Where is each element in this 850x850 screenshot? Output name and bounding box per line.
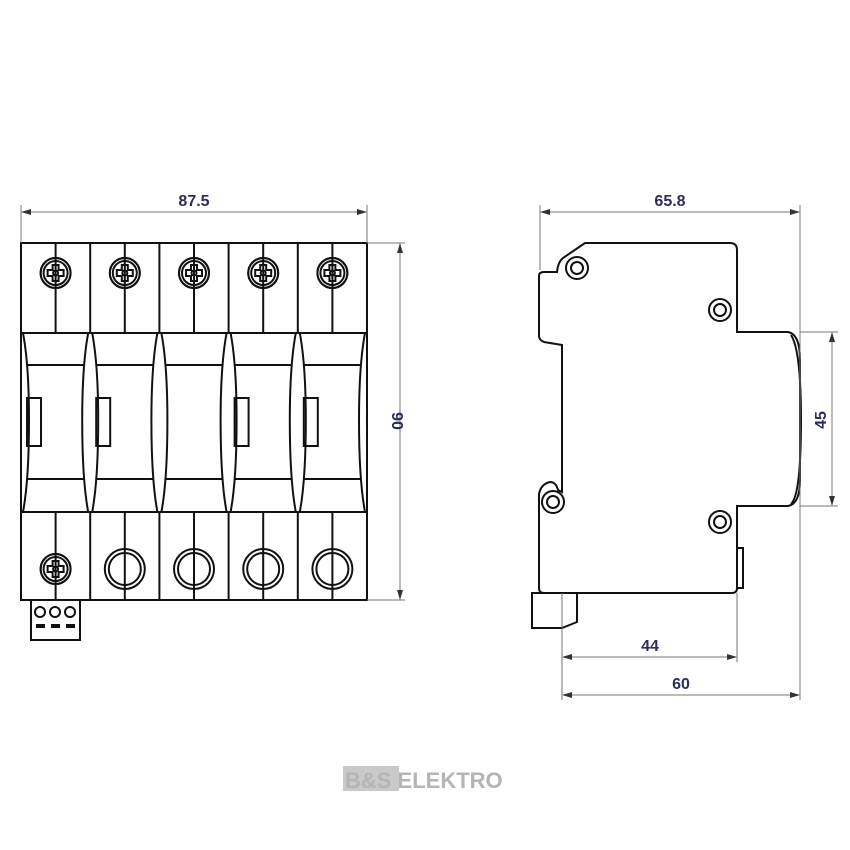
terminal-screw-icon	[108, 257, 141, 289]
side-view: 65.8 45 44 60	[531, 193, 838, 700]
front-view: 87.5	[20, 193, 405, 641]
terminal-opening	[173, 548, 215, 590]
side-body-outline	[538, 242, 801, 594]
terminal-screw-icon	[316, 257, 349, 289]
poles	[21, 243, 367, 600]
rail-to-front-label: 60	[672, 676, 690, 693]
terminal-screw-icon	[39, 553, 72, 585]
width-label: 87.5	[178, 193, 209, 210]
height-label: 90	[388, 412, 405, 430]
dimension-rail-to-front: 60	[562, 676, 800, 698]
terminal-screw-icon	[39, 257, 72, 289]
rail-to-face-label: 44	[641, 638, 659, 655]
terminal-screw-icon	[247, 257, 280, 289]
dimension-height	[367, 242, 405, 601]
status-window	[95, 397, 112, 447]
terminal-opening	[242, 548, 285, 590]
aux-terminal-block	[30, 599, 81, 641]
terminal-screw-icon	[178, 257, 210, 289]
dimension-rail-to-face: 44	[561, 593, 738, 700]
dimension-width: 87.5	[20, 193, 368, 243]
front-height-label: 45	[813, 411, 830, 429]
side-screw-holes	[541, 256, 732, 534]
watermark-text: B&S ELEKTRO	[345, 768, 503, 793]
watermark: B&S ELEKTRO	[343, 766, 503, 793]
status-window	[26, 397, 42, 447]
dimension-front-height: 45	[800, 331, 838, 507]
terminal-opening	[311, 548, 354, 590]
depth-label: 65.8	[654, 193, 685, 210]
rail-clip	[531, 592, 578, 629]
status-window	[233, 397, 250, 447]
terminal-opening	[103, 548, 146, 590]
dimension-depth: 65.8	[539, 193, 801, 700]
status-window	[302, 397, 319, 447]
